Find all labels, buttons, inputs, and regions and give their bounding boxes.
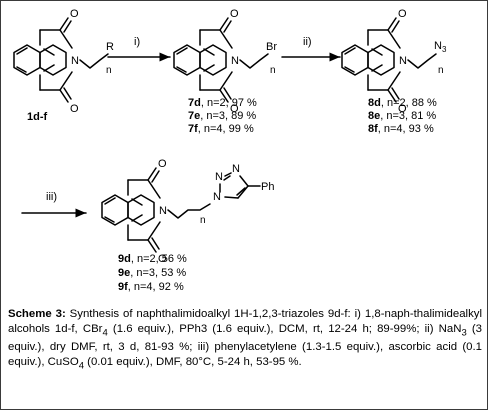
atom-o-top: O [70, 8, 79, 20]
bromide-7e: 7e, n=3, 89 % [188, 110, 256, 122]
svg-text:N: N [231, 55, 239, 67]
structure-8-azide: O O N N3 n [341, 8, 447, 115]
triazole-list: 9d, n=2, 56 % 9e, n=3, 53 % 9f, n=4, 92 … [118, 253, 187, 293]
svg-text:n: n [270, 65, 276, 76]
triazole-9f: 9f, n=4, 92 % [118, 281, 184, 293]
azide-8e: 8e, n=3, 81 % [368, 110, 436, 122]
svg-text:O: O [398, 103, 407, 115]
svg-text:N: N [399, 55, 407, 67]
structure-1d-f: O O N R n [13, 8, 114, 115]
svg-text:n: n [200, 215, 206, 226]
atom-n: N [71, 55, 79, 67]
triazole-9e: 9e, n=3, 53 % [118, 267, 186, 279]
bromide-7d: 7d, n=2, 97 % [188, 97, 257, 109]
atom-br: Br [266, 41, 277, 53]
svg-text:N: N [232, 163, 240, 175]
svg-text:O: O [158, 253, 167, 265]
structure-9-triazole: O O N n N N N Ph [101, 158, 274, 265]
svg-text:N: N [215, 171, 223, 183]
svg-text:O: O [230, 8, 239, 20]
bromide-list: 7d, n=2, 97 % 7e, n=3, 89 % 7f, n=4, 99 … [188, 97, 257, 135]
scheme-caption: Scheme 3: Synthesis of naphthalimidoalky… [8, 308, 482, 372]
atom-n3: N3 [434, 40, 447, 54]
svg-text:N: N [159, 205, 167, 217]
svg-text:N: N [213, 191, 221, 203]
atom-ph: Ph [261, 181, 274, 193]
svg-text:O: O [398, 8, 407, 20]
reaction-scheme: O O N R n 1d-f i) O O N Br n 7d, n=2, 97… [13, 8, 447, 293]
caption-label: Scheme 3: [8, 308, 66, 320]
arrow-label-i: i) [134, 36, 140, 48]
arrow-label-iii: iii) [46, 191, 57, 203]
azide-8f: 8f, n=4, 93 % [368, 123, 434, 135]
svg-text:O: O [230, 103, 239, 115]
subscript-n: n [106, 65, 112, 76]
triazole-9d: 9d, n=2, 56 % [118, 253, 187, 265]
svg-text:O: O [158, 158, 167, 170]
atom-o-bottom: O [70, 103, 79, 115]
bromide-7f: 7f, n=4, 99 % [188, 123, 254, 135]
compound-label-1d-f: 1d-f [27, 111, 48, 123]
atom-r: R [106, 41, 114, 53]
svg-text:n: n [438, 65, 444, 76]
azide-list: 8d, n=2, 88 % 8e, n=3, 81 % 8f, n=4, 93 … [368, 97, 437, 135]
arrow-label-ii: ii) [303, 36, 312, 48]
azide-8d: 8d, n=2, 88 % [368, 97, 437, 109]
structure-7-bromide: O O N Br n [173, 8, 277, 115]
